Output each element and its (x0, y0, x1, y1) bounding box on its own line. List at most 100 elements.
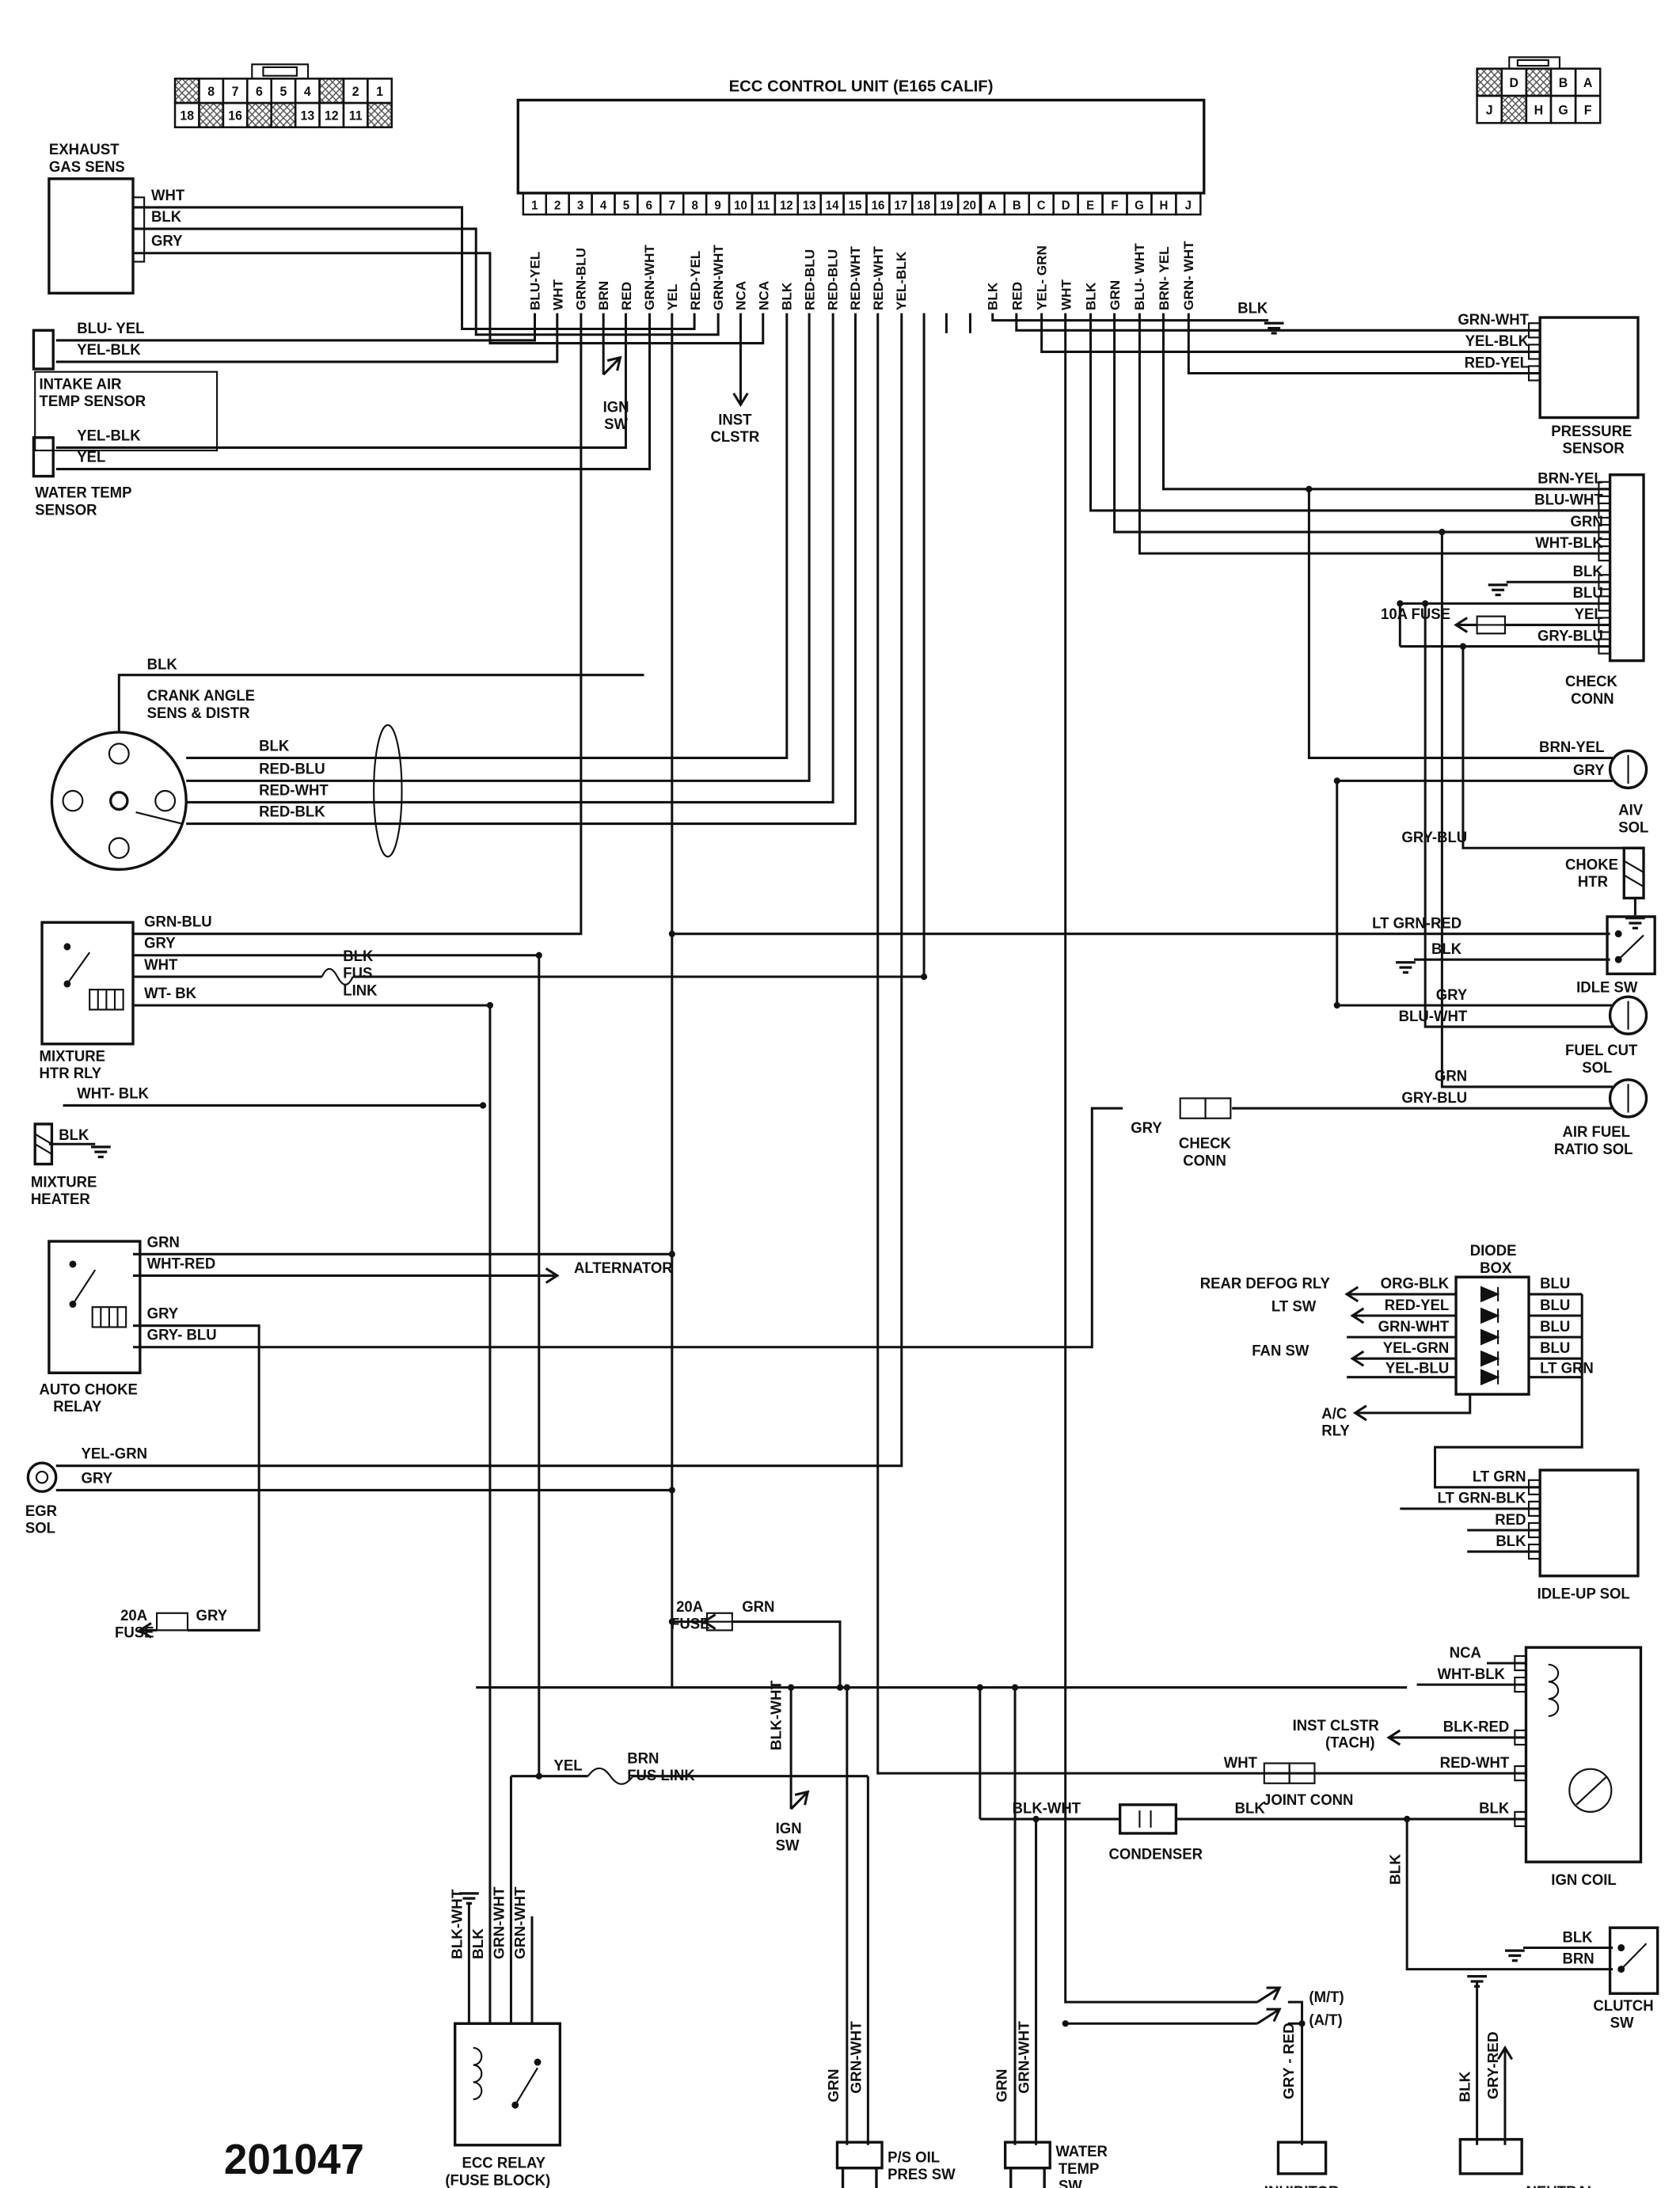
air-fuel-ratio-sol-title: AIR FUEL (1562, 1123, 1630, 1140)
junction-dots (480, 485, 1466, 2027)
ecc-pin-number: 7 (669, 199, 675, 213)
label: TEMP SENSOR (40, 393, 146, 409)
label: GRN-BLU (144, 913, 212, 929)
clutch-switch (1608, 1926, 1659, 1996)
label: LT GRN (1473, 1468, 1526, 1484)
egr-solenoid (26, 1461, 58, 1493)
ecc-pin-number: 2 (554, 199, 561, 213)
idle-up-sol-title: IDLE-UP SOL (1537, 1586, 1630, 1602)
fusible-link-icon (587, 1767, 634, 1785)
ecc-pin-wire-label: RED-BLU (803, 249, 818, 310)
fuse-symbols (155, 615, 1507, 1785)
ecc-pin-number: 19 (940, 199, 953, 213)
ecc-pin-wire-label: BLK (1083, 282, 1098, 310)
label: LT GRN (1540, 1359, 1594, 1376)
label: BLK (259, 737, 290, 754)
ecc-pin-number: 1 (531, 199, 538, 213)
ecc-pin-number: 6 (646, 199, 652, 213)
ps-oil-pres-sw-title: P/S OIL (888, 2148, 940, 2165)
joint-connector (1263, 1762, 1316, 1784)
label: FUS (343, 964, 372, 981)
auto-choke-relay (48, 1240, 142, 1374)
wiring-lines (48, 206, 1636, 2145)
ecc-pin-wire-label: NCA (757, 281, 772, 310)
exhaust-gas-sens-title: EXHAUST (49, 141, 120, 158)
label: YEL-BLK (77, 341, 141, 358)
label: BRN-YEL (1539, 739, 1604, 755)
inhibitor-switch (1276, 2141, 1328, 2175)
air-fuel-ratio-solenoid (1608, 1078, 1648, 1119)
ign-coil (1514, 1646, 1643, 1863)
label: BRN (627, 1749, 659, 1766)
connector-top-right-cell (1574, 94, 1602, 124)
ecc-pin-wire-label: RED-YEL (688, 251, 703, 310)
label: CLSTR (710, 428, 759, 445)
label: SW (1610, 2014, 1634, 2030)
ecc-pin-wire-label: RED (619, 282, 634, 310)
label: GRY-BLU (1537, 627, 1603, 644)
diode-icon (1480, 1286, 1500, 1386)
label: BLU (1540, 1275, 1570, 1292)
ecc-box (516, 98, 1206, 195)
connector-top-left-cell-label: 5 (279, 85, 287, 99)
condenser-title: CONDENSER (1109, 1845, 1203, 1862)
connector-top-right-cell (1476, 67, 1503, 97)
label: BLK-WHT (1013, 1800, 1081, 1817)
label: HEATER (31, 1191, 90, 1207)
ecc-pin-wire-label: RED-WHT (848, 245, 863, 310)
label: GRN-WHT (511, 1886, 528, 1959)
connector-top-left-cell-label: 6 (256, 85, 263, 99)
label: GRY- BLU (147, 1327, 217, 1343)
ecc-pin-wire-label: BLK (780, 282, 795, 310)
label: WHT- BLK (77, 1085, 149, 1101)
label: BLK (1562, 1928, 1593, 1945)
ecc-pin-number: 16 (872, 199, 885, 213)
ecc-pin-number: 12 (780, 199, 793, 213)
inhibitor-sw-title: INHIBITOR (1264, 2183, 1340, 2188)
connector-top-right-cell-label: F (1584, 103, 1592, 117)
ecc-pin-number: 15 (849, 199, 862, 213)
ign-coil-title: IGN COIL (1551, 1871, 1616, 1888)
ecc-pin-wire-label: BLU-YEL (528, 252, 543, 310)
label: BLU- YEL (77, 320, 144, 336)
label: 20A (120, 1607, 147, 1624)
choke-heater (1622, 846, 1645, 900)
label: GRN (825, 2068, 842, 2102)
label: BLK (469, 1928, 486, 1959)
label: SENS & DISTR (147, 705, 250, 721)
ground-icon (1263, 321, 1286, 335)
ecc-pin-wire-label: YEL-BLK (894, 251, 909, 310)
water-temp-sensor (32, 436, 55, 478)
label: GRY-BLU (1401, 829, 1467, 845)
aiv-solenoid (1608, 749, 1648, 790)
label: BLK-WHT (768, 1680, 785, 1750)
label: LINK (343, 982, 378, 998)
label: YEL-BLU (1385, 1359, 1449, 1376)
idle-switch (1606, 915, 1656, 975)
ecc-pin-wire-label: YEL (665, 284, 680, 310)
ecc-relay-title: ECC RELAY (462, 2155, 546, 2171)
label: BLK (147, 655, 178, 672)
inst-clstr-top: INST (718, 411, 752, 427)
ecc-pin-number: 8 (691, 199, 697, 213)
label: GRN (147, 1233, 180, 1250)
label: GRN (1435, 1068, 1467, 1085)
label: (TACH) (1325, 1734, 1374, 1750)
label: GRY (151, 233, 183, 249)
ign-sw-top: IGN (603, 398, 629, 415)
ecc-pin-number: 13 (803, 199, 816, 213)
label: BLK (1496, 1533, 1526, 1549)
ecc-pin-wire-label: GRN-WHT (642, 245, 657, 311)
label: BRN (1562, 1950, 1594, 1966)
label: GRN-WHT (1458, 311, 1529, 328)
label: SW (604, 416, 628, 432)
ecc-pin-number: 10 (734, 199, 747, 213)
label: BLK (1235, 1800, 1266, 1817)
connector-top-right-cell-label: G (1558, 103, 1568, 117)
wire-loom (373, 724, 403, 858)
label: BLK-RED (1443, 1719, 1509, 1735)
ecc-pin-letter: H (1160, 199, 1169, 213)
